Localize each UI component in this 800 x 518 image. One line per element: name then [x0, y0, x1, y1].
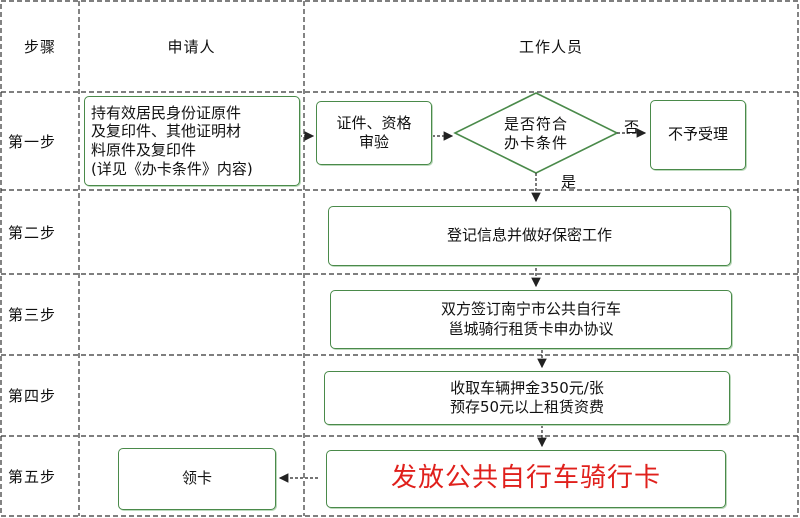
receive-card-box: 领卡 — [118, 448, 276, 510]
step-label-5: 第五步 — [7, 467, 56, 486]
branch-no-label: 否 — [624, 118, 640, 136]
header-steps: 步骤 — [23, 38, 56, 56]
verify-line-1: 证件、资格 — [336, 113, 412, 132]
agreement-line-1: 双方签订南宁市公共自行车 — [440, 300, 621, 318]
deposit-line-2: 预存50元以上租赁资费 — [449, 398, 605, 416]
verify-line-2: 审验 — [358, 133, 389, 151]
agreement-line-2: 邕城骑行租赁卡申办协议 — [448, 319, 614, 338]
step-label-1: 第一步 — [7, 132, 56, 151]
deposit-line-1: 收取车辆押金350元/张 — [450, 378, 604, 397]
applicant-docs-line-4: (详见《办卡条件》内容) — [91, 159, 253, 178]
header-applicant: 申请人 — [167, 38, 216, 56]
verify-box: 证件、资格 审验 — [316, 101, 432, 165]
decision-line-1: 是否符合 — [503, 115, 568, 134]
deposit-box: 收取车辆押金350元/张 预存50元以上租赁资费 — [324, 371, 730, 425]
step-label-4: 第四步 — [7, 387, 56, 405]
applicant-documents-box: 持有效居民身份证原件 及复印件、其他证明材 料原件及复印件 (详见《办卡条件》内… — [84, 96, 300, 186]
agreement-box: 双方签订南宁市公共自行车 邕城骑行租赁卡申办协议 — [330, 290, 732, 349]
decision-line-2: 办卡条件 — [503, 134, 568, 152]
step-label-2: 第二步 — [7, 223, 56, 242]
reject-box: 不予受理 — [650, 100, 746, 170]
decision-label: 是否符合 办卡条件 — [480, 112, 592, 156]
branch-yes-label: 是 — [561, 173, 577, 191]
applicant-docs-line-3: 料原件及复印件 — [91, 141, 197, 159]
register-box: 登记信息并做好保密工作 — [328, 206, 731, 266]
step-label-3: 第三步 — [7, 306, 56, 324]
applicant-docs-line-1: 持有效居民身份证原件 — [91, 103, 242, 122]
applicant-docs-line-2: 及复印件、其他证明材 — [91, 122, 242, 141]
issue-card-box: 发放公共自行车骑行卡 — [326, 450, 726, 508]
header-staff: 工作人员 — [518, 38, 583, 56]
